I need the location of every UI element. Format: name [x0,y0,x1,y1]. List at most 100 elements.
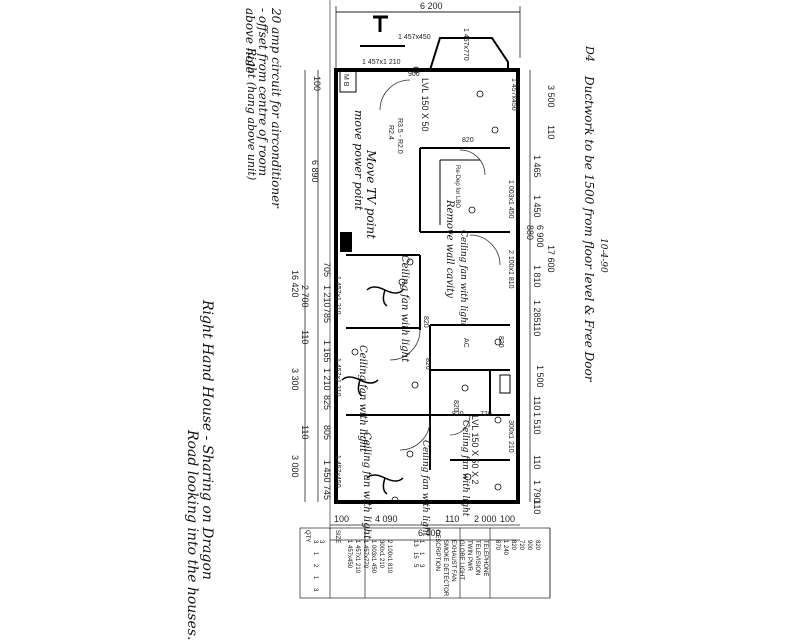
dim-bottom-100b: 100 [500,514,516,524]
legend-desc: GLOBE LIGHT [458,540,464,581]
ac-unit [499,374,511,394]
outer-wall [334,68,520,504]
door-label: 820 [462,137,474,144]
window-label: 1 457x1 210 [362,59,401,66]
mb-label: M B [342,74,349,87]
legend-qty: 1 [312,552,318,556]
note-site-2: Road looking into the houses. [184,430,200,640]
dim-top-width: 6 200 [420,1,443,11]
window-label: 1 457x450 [510,78,517,111]
legend-grid [299,527,551,599]
bay-window [429,37,509,71]
dim-left-825: 825 [322,395,332,411]
dim-right-110c: 110 [532,396,542,411]
door-swing [399,419,431,451]
beam-label-top: LVL 150 X 50 [420,78,430,132]
fan-symbol [341,286,404,495]
legend-size: 2 100x1 810 [386,540,392,574]
note-aircon-2: Right (hang above unit) [245,48,258,181]
note-ceiling-fan: Ceiling fan with light [420,440,430,537]
door-label: 820 [452,400,459,412]
note-ceiling-fan: Ceiling fan with light [399,255,410,363]
legend-qty: 1 [312,576,318,580]
dim-bottom-width: 6 400 [418,528,441,538]
window-label: 2 100x1 810 [507,250,514,289]
legend-desc: SMOKE DETECTOR [442,540,448,597]
legend-qty: 2 [312,564,318,568]
window-label: 1 003x1 450 [507,180,514,219]
legend-qty: 3 [318,540,324,544]
dim-bottom-2000: 2 000 [474,514,497,524]
legend-qty: 3 [312,588,318,592]
dim-bottom-left: 4 090 [375,514,398,524]
dim-left-2700: 2 700 [300,285,310,308]
window-label: 1 457x1 210 [334,358,341,397]
legend-qty2: 1 [418,552,424,556]
dim-left-1165: 1 165 [322,340,332,363]
legend-size2: 820 [510,540,516,551]
window-label: 1 457x450 [398,34,431,41]
dim-bottom-110: 110 [445,514,460,524]
legend-desc: TELEVISION [474,540,480,576]
dim-right-880: 880 [525,225,535,241]
dim-right-1810: 1 810 [532,265,542,288]
door-swing [469,234,501,266]
dim-right-1465: 1 465 [532,155,542,178]
note-ceiling-fan: Ceiling fan with light [460,420,470,517]
window-label: 1 457x450 [334,455,341,488]
legend-desc: TELEPHONE [482,540,488,577]
dim-left-3000: 3 000 [290,455,300,478]
mb-box [339,69,357,93]
dim-left-1210a: 1 210 [322,285,332,308]
note-ceiling-fan: Ceiling fan with light [458,230,468,327]
door-label: 820 [422,316,429,328]
legend-table: QTY SIZE DESCRIPTION 3 1 2 1 3 3 1 457x4… [300,528,550,600]
note-dp: D4 [583,46,596,62]
legend-desc: EXHAUST FAN [450,540,456,582]
dim-bottom-100: 100 [334,514,350,524]
floor-plan [299,0,551,599]
legend-size: 1 457x1 210 [354,540,360,574]
dim-right-1285: 1 285 [532,300,542,323]
legend-size2: 1 240 [502,540,508,556]
note-move-tv: Move TV point [364,150,378,239]
dim-right-3500: 3 500 [546,85,556,108]
legend-qty2: 3 [418,564,424,568]
r-value-label2: R2.4 [387,125,394,140]
legend-size2: 820 [534,540,540,551]
door-label: 720 [480,411,492,418]
window-label: 1 457x770 [462,28,469,61]
door-swing [459,149,486,176]
dim-left-110a: 110 [300,330,310,345]
legend-size2: 900 [526,540,532,551]
door-label: 820 [497,336,504,348]
door-swing [379,79,411,111]
dim-right-110e: 110 [532,500,542,515]
legend-size2: 720 [518,540,524,551]
note-remove: Remove wall cavity [444,200,455,298]
legend-size: 1 003x1 450 [370,540,376,574]
note-ceiling-fan: Ceiling fan with light [361,432,372,540]
dim-right-110: 110 [546,125,556,140]
dim-right-1510: 1 510 [532,412,542,435]
r-value-label: R3.5 - R2.0 [396,118,403,154]
dim-left-785: 785 [322,308,332,324]
dim-right-17600: 17 600 [546,245,556,273]
legend-header-qty: QTY [304,530,310,543]
stair-block [340,232,352,252]
dim-left-1450: 1 450 [322,460,332,483]
legend-header-size: SIZE [334,530,340,544]
legend-size2: 870 [494,540,500,551]
note-site: Right Hand House - Sharing on Dragon [199,300,215,580]
dim-right-110d: 110 [532,455,542,470]
note-date: 10-4-90 [598,238,608,273]
dim-left-6890: 6 890 [310,160,320,183]
legend-size: 300x1 210 [378,540,384,569]
door-swing [389,329,421,361]
dim-left-745: 745 [322,485,332,501]
door-label: 900 [408,71,420,78]
dim-left-1210b: 1 210 [322,368,332,391]
ac-label: AC [462,338,469,348]
dim-left-805: 805 [322,425,332,441]
beam-label-bottom: LVL 150 X 50 X 2 [470,415,480,485]
